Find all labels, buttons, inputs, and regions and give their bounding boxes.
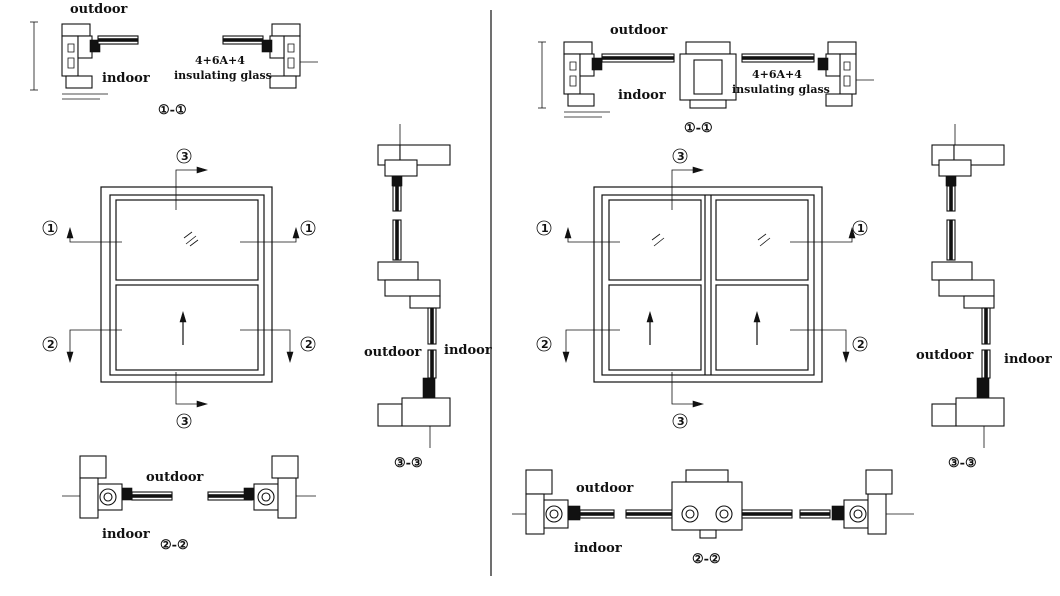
left-marker-3-top: 3 <box>181 150 189 163</box>
right-s2-indoor-label: indoor <box>574 541 622 556</box>
left-s1-indoor-label: indoor <box>102 71 150 86</box>
left-s3-indoor-label: indoor <box>444 343 492 358</box>
right-section-3-detail <box>931 124 1005 448</box>
left-s2-outdoor-label: outdoor <box>146 470 204 485</box>
right-section-3-title: ③-③ <box>948 456 977 471</box>
right-s1-indoor-label: indoor <box>618 88 666 103</box>
right-panel: outdoor indoor 4+6A+4 insulating glass ①… <box>512 23 1052 567</box>
left-marker-1-right: 1 <box>305 222 313 235</box>
right-marker-2-left: 2 <box>541 338 549 351</box>
right-marker-3-bottom: 3 <box>677 415 685 428</box>
right-window-elevation <box>562 166 856 408</box>
right-marker-1-left: 1 <box>541 222 549 235</box>
right-glass-type-label: insulating glass <box>732 83 830 96</box>
left-marker-2-left: 2 <box>47 338 55 351</box>
left-glass-spec-label: 4+6A+4 <box>195 54 245 67</box>
left-section-2-title: ②-② <box>160 538 189 553</box>
left-marker-3-bottom: 3 <box>181 415 189 428</box>
left-section-2-detail <box>62 455 316 519</box>
left-window-elevation <box>66 166 300 408</box>
left-s3-outdoor-label: outdoor <box>364 345 422 360</box>
right-marker-2-right: 2 <box>857 338 865 351</box>
right-s2-outdoor-label: outdoor <box>576 481 634 496</box>
right-glass-spec-label: 4+6A+4 <box>752 68 802 81</box>
right-s3-outdoor-label: outdoor <box>916 348 974 363</box>
right-s3-indoor-label: indoor <box>1004 352 1052 367</box>
right-marker-1-right: 1 <box>857 222 865 235</box>
left-marker-1-left: 1 <box>47 222 55 235</box>
left-section-3-detail <box>377 124 451 448</box>
left-section-1-title: ①-① <box>158 103 187 118</box>
right-section-1-detail <box>538 41 874 118</box>
right-marker-3-top: 3 <box>677 150 685 163</box>
left-marker-2-right: 2 <box>305 338 313 351</box>
left-s2-indoor-label: indoor <box>102 527 150 542</box>
left-section-1-detail <box>30 21 318 100</box>
right-section-2-detail <box>512 469 914 539</box>
left-panel: outdoor indoor 4+6A+4 insulating glass ①… <box>30 2 492 553</box>
right-s1-outdoor-label: outdoor <box>610 23 668 38</box>
right-section-1-title: ①-① <box>684 121 713 136</box>
left-section-3-title: ③-③ <box>394 456 423 471</box>
right-section-2-title: ②-② <box>692 552 721 567</box>
left-s1-outdoor-label: outdoor <box>70 2 128 17</box>
left-glass-type-label: insulating glass <box>174 69 272 82</box>
